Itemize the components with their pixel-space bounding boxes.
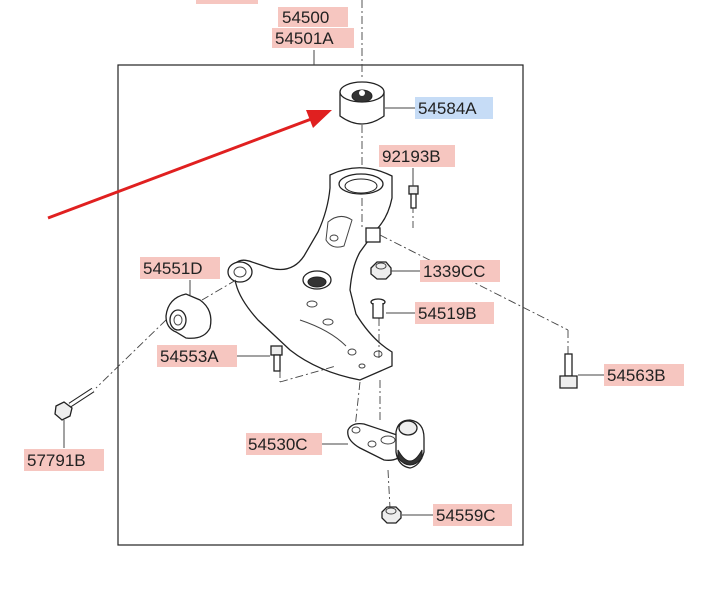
bushing-54551d-part[interactable] xyxy=(165,293,212,339)
bolt-54553a-part[interactable] xyxy=(270,345,283,372)
nut-54559c-part[interactable] xyxy=(381,506,402,524)
label-54519b[interactable]: 54519B xyxy=(415,302,494,324)
label-54553a[interactable]: 54553A xyxy=(157,345,237,367)
svg-text:54519B: 54519B xyxy=(418,304,477,323)
svg-text:54553A: 54553A xyxy=(160,347,219,366)
svg-text:54501A: 54501A xyxy=(275,29,334,48)
svg-text:54584A: 54584A xyxy=(418,99,477,118)
label-1339cc[interactable]: 1339CC xyxy=(420,260,500,282)
bolt-57791b-part[interactable] xyxy=(54,387,95,421)
svg-text:54500: 54500 xyxy=(282,8,329,27)
svg-text:57791B: 57791B xyxy=(27,451,86,470)
assembly-dash-lines xyxy=(95,198,569,509)
svg-text:1339CC: 1339CC xyxy=(423,262,485,281)
label-54559c[interactable]: 54559C xyxy=(433,504,512,526)
nut-1339cc-part[interactable] xyxy=(370,261,392,280)
svg-text:54530C: 54530C xyxy=(248,435,308,454)
label-54563b[interactable]: 54563B xyxy=(604,364,684,386)
assembly-leader xyxy=(313,0,363,168)
svg-text:54551D: 54551D xyxy=(143,259,203,278)
svg-text:54559C: 54559C xyxy=(436,506,496,525)
label-54551d[interactable]: 54551D xyxy=(140,257,220,279)
label-54501a[interactable]: 54501A xyxy=(272,28,354,48)
bushing-54584a-part[interactable] xyxy=(339,81,385,125)
assembly-frame xyxy=(117,64,524,546)
bolt-54563b-part[interactable] xyxy=(559,353,578,389)
label-54530c[interactable]: 54530C xyxy=(246,433,322,455)
highlight-arrow xyxy=(47,110,332,220)
svg-text:92193B: 92193B xyxy=(382,147,441,166)
bolt-92193b-part[interactable] xyxy=(408,185,419,209)
label-57791b[interactable]: 57791B xyxy=(24,449,104,471)
label-54584a[interactable]: 54584A xyxy=(415,97,493,119)
pin-54519b-part[interactable] xyxy=(370,298,386,319)
svg-text:54563B: 54563B xyxy=(607,366,666,385)
ball-joint-54530c-part[interactable] xyxy=(347,419,425,469)
label-92193b[interactable]: 92193B xyxy=(379,145,455,167)
clipped-label-highlight xyxy=(196,0,258,4)
label-54500[interactable]: 54500 xyxy=(278,7,348,27)
lower-control-arm-part[interactable] xyxy=(227,167,393,381)
